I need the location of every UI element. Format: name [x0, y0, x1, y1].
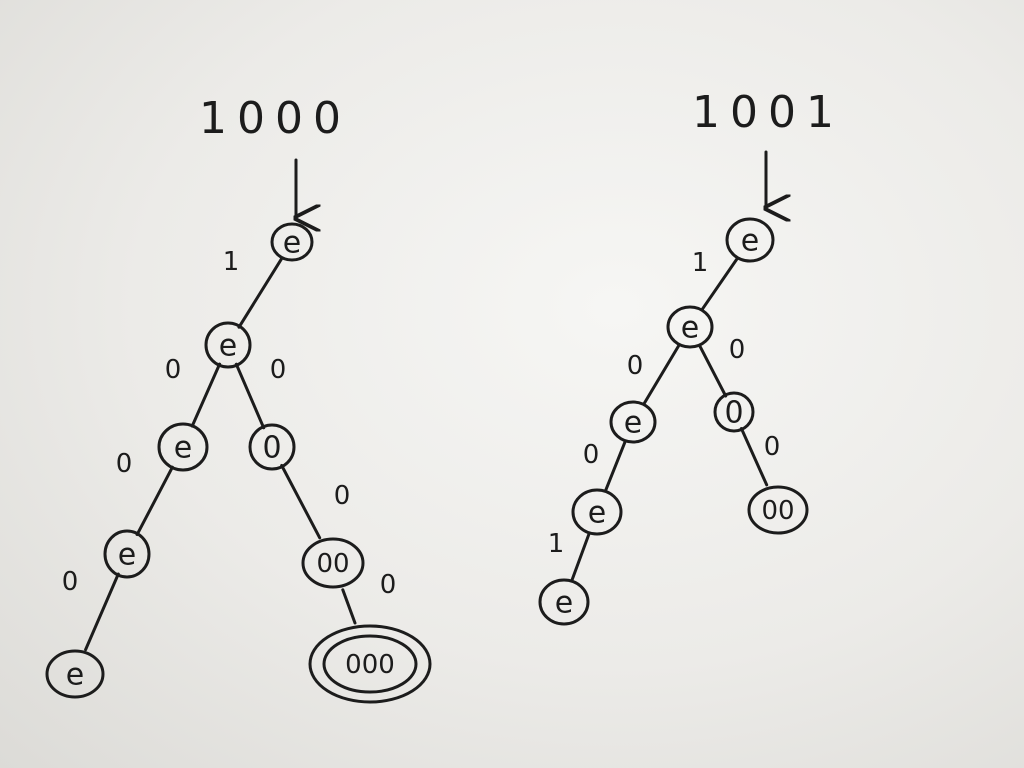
tree-1000-edge-label: 0: [380, 570, 397, 600]
tree-1000-node-h-circle: [45, 649, 105, 699]
tree-1000-edge-f-h: [84, 572, 120, 652]
tree-1000-node-g-circle: [301, 537, 365, 589]
tree-1000-node-c-label: e: [174, 431, 192, 466]
tree-1001-edge-d-g: [739, 427, 769, 487]
tree-1000-edge-label: 0: [116, 449, 133, 479]
tree-1001-node-c-label: e: [624, 406, 642, 441]
tree-1001-node-h-label: e: [555, 586, 573, 621]
tree-1000-node-b-label: e: [219, 329, 237, 364]
tree-1001-edge-b-d: [698, 344, 728, 398]
tree-1001-node-f-circle: [571, 488, 623, 536]
tree-1001-node-h-circle: [538, 578, 590, 626]
tree-1001-edge-f-h: [570, 531, 591, 583]
tree-1001-node-b-label: e: [681, 311, 699, 346]
tree-1000-edge-b-d: [234, 362, 266, 430]
tree-1000-edge-d-g: [280, 464, 322, 540]
tree-1001-edge-label: 1: [548, 529, 565, 559]
tree-1001-node-b-circle: [666, 305, 714, 349]
tree-1000-node-d-label: 0: [262, 431, 281, 466]
tree-1000-node-a-circle: [270, 222, 314, 262]
tree-1001-node-g-circle: [747, 485, 809, 535]
tree-1001-edge-a-b: [700, 256, 740, 312]
tree-1001-node-a-circle: [725, 217, 775, 263]
tree-1001-node-a-label: e: [741, 224, 759, 259]
tree-1001-edge-label: 1: [692, 248, 709, 278]
tree-1000-edge-label: 0: [165, 355, 182, 385]
tree-1001-edge-label: 0: [627, 351, 644, 381]
tree-1001-node-c-circle: [609, 400, 657, 444]
tree-1000-node-g-label: 00: [316, 549, 349, 579]
tree-1001-edge-label: 0: [583, 440, 600, 470]
tree-1001-node-d-circle: [713, 391, 755, 433]
tree-1001-edge-label: 0: [729, 335, 746, 365]
tree-1000-edge-label: 0: [62, 567, 79, 597]
tree-1000-edge-a-b: [237, 256, 284, 329]
tree-1001-node-d-label: 0: [724, 396, 743, 431]
tree-1000-node-f-circle: [103, 529, 151, 579]
tree-1000-node-f-label: e: [118, 538, 136, 573]
tree-1000-edge-b-c: [190, 362, 222, 428]
tree-1001-root-label: 1001: [692, 87, 844, 138]
tree-1001-edge-c-f: [604, 439, 627, 493]
tree-1000-node-h-label: e: [66, 658, 84, 693]
tree-1000-edge-label: 1: [223, 247, 240, 277]
tree-1000-node-c-circle: [157, 422, 209, 472]
tree-1001-node-f-label: e: [588, 496, 606, 531]
tree-1000-edge-label: 0: [334, 481, 351, 511]
tree-1000-node-i-circle: [322, 634, 418, 694]
tree-1001-edge-b-c: [642, 343, 681, 406]
tree-1000-node-i-label: 000: [345, 650, 395, 680]
tree-1000-node-b-circle: [204, 321, 252, 369]
tree-1000-root-label: 1000: [199, 93, 351, 144]
tree-1001-node-g-label: 00: [761, 496, 794, 526]
tree-1000-edge-g-i: [341, 588, 357, 625]
tree-1000-node-a-label: e: [283, 226, 301, 261]
tree-1000-edge-label: 0: [270, 355, 287, 385]
tree-1001-edge-label: 0: [764, 432, 781, 462]
tree-1000-node-d-circle: [248, 423, 296, 471]
tree-1000-edge-c-f: [135, 465, 174, 537]
tree-1000-node-i-accept-ring: [308, 624, 432, 704]
